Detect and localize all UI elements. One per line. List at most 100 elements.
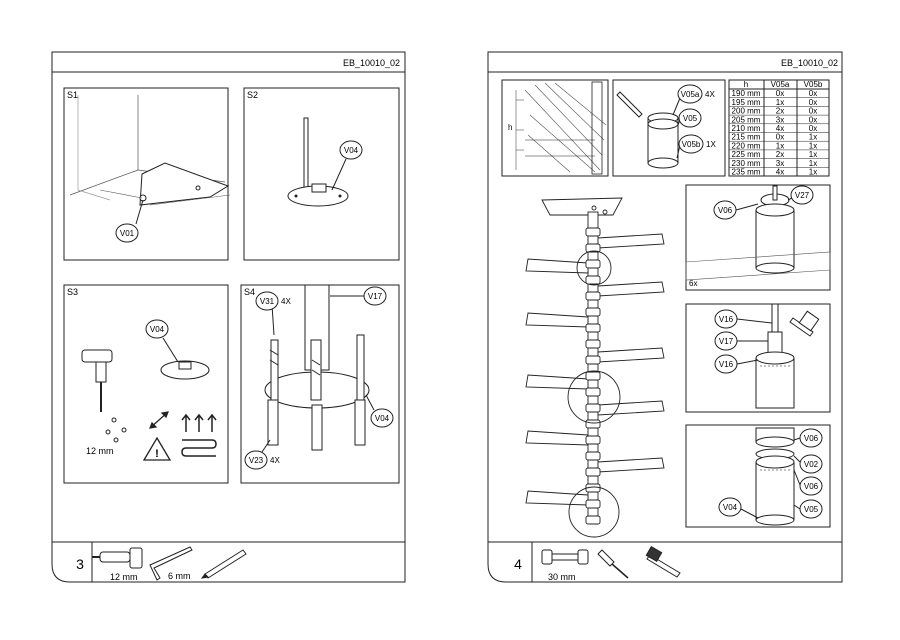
- page-number: 3: [76, 556, 84, 572]
- height-spacer-table: h V05a V05b: [728, 79, 830, 177]
- right-page: EB_10010_02 4 h: [450, 0, 900, 635]
- doc-code: EB_10010_02: [343, 58, 400, 68]
- table-cell: 3x: [776, 115, 784, 124]
- svg-text:4X: 4X: [705, 90, 715, 99]
- detail-1-panel: V06 V27 6x: [685, 184, 831, 291]
- step-plate: [525, 312, 589, 328]
- callout-v05b: V05b 1X: [676, 134, 716, 159]
- threaded-rod-drawing: [287, 117, 349, 207]
- spacer-ring: [585, 467, 601, 477]
- callout-v01: V01: [115, 199, 144, 243]
- column-base-drawing: [264, 284, 370, 451]
- table-cell: 2x: [776, 107, 784, 116]
- drill-size-label: 12 mm: [110, 572, 138, 582]
- wrench-icon: [789, 310, 820, 337]
- callout-v17: V17: [714, 331, 768, 351]
- right-page-drawing: EB_10010_02 4 h: [487, 51, 843, 583]
- svg-text:V05: V05: [804, 505, 819, 514]
- spacer-ring: [585, 275, 601, 285]
- corner-plate-drawing: [99, 162, 231, 206]
- step-plate: [525, 258, 589, 274]
- height-label: h: [508, 123, 512, 132]
- step-s3-panel: S3 12 mm V04 !: [63, 284, 229, 484]
- table-cell: 1x: [809, 159, 817, 168]
- wrench-size-label: 30 mm: [548, 572, 576, 582]
- step-label: S1: [67, 90, 78, 100]
- svg-text:V04: V04: [723, 503, 738, 512]
- svg-text:V05a: V05a: [681, 90, 700, 99]
- callout-v05: V05: [677, 108, 702, 128]
- table-cell: 210 mm: [732, 124, 761, 133]
- table-cell: 0x: [809, 98, 817, 107]
- table-cell: 205 mm: [732, 115, 761, 124]
- svg-text:V02: V02: [804, 460, 819, 469]
- callout-v06: V06: [713, 200, 759, 220]
- spacer-ring: [585, 323, 601, 333]
- table-header: h: [744, 80, 748, 89]
- table-cell: 230 mm: [732, 159, 761, 168]
- step-plate: [597, 281, 665, 297]
- table-cell: 0x: [776, 89, 784, 98]
- table-cell: 195 mm: [732, 98, 761, 107]
- table-cell: 1x: [809, 133, 817, 142]
- table-cell: 2x: [776, 150, 784, 159]
- callout-v23: V23 4X: [244, 439, 280, 470]
- clamp-icon: [645, 545, 681, 578]
- spacer-ring: [585, 259, 601, 269]
- table-cell: 215 mm: [732, 133, 761, 142]
- callout-v04: V04: [145, 319, 179, 363]
- callout-v02: V02: [793, 454, 823, 474]
- table-cell: 0x: [809, 115, 817, 124]
- svg-text:V17: V17: [368, 292, 383, 301]
- step-label: S4: [244, 287, 255, 297]
- allen-key-icon: [149, 546, 193, 581]
- svg-text:1X: 1X: [706, 140, 716, 149]
- spacer-ring: [585, 435, 601, 445]
- step-plate: [597, 347, 665, 363]
- warning-icon: !: [142, 436, 172, 461]
- diagonal-arrow-icon: [149, 411, 169, 429]
- table-cell: 225 mm: [732, 150, 761, 159]
- svg-text:V04: V04: [344, 146, 359, 155]
- svg-text:V06: V06: [718, 206, 733, 215]
- spacer-ring-panel: V05a 4X V05 V05b 1X: [612, 79, 726, 177]
- svg-text:V17: V17: [719, 337, 734, 346]
- svg-text:V01: V01: [120, 229, 135, 238]
- svg-text:V16: V16: [719, 315, 734, 324]
- table-cell: 0x: [809, 124, 817, 133]
- table-cell: 1x: [809, 150, 817, 159]
- detail-3-panel: V06 V02 V06 V04 V05: [685, 424, 831, 528]
- table-cell: 1x: [776, 141, 784, 150]
- pencil-icon: [200, 549, 247, 579]
- left-page-drawing: EB_10010_02 3 S1 V01 S2: [51, 51, 406, 583]
- spacer-ring: [585, 339, 601, 349]
- step-plate: [525, 430, 589, 446]
- callout-v16: V16: [714, 309, 773, 329]
- svg-text:V16: V16: [719, 360, 734, 369]
- spacer-stack-drawing: [647, 112, 679, 169]
- step-plate: [597, 457, 665, 473]
- page-number: 4: [514, 556, 522, 572]
- spacer-ring: [585, 451, 601, 461]
- repeat-count-label: 6x: [689, 279, 697, 288]
- table-cell: 235 mm: [732, 168, 761, 177]
- left-page: EB_10010_02 3 S1 V01 S2: [0, 0, 450, 635]
- spacer-ring: [585, 419, 601, 429]
- step-plate: [525, 374, 589, 390]
- svg-text:!: !: [155, 448, 159, 460]
- table-cell: 3x: [776, 159, 784, 168]
- spacer-ring: [585, 499, 601, 509]
- drill-drawing: [81, 349, 113, 412]
- svg-text:4X: 4X: [281, 297, 291, 306]
- step-plate: [597, 400, 665, 416]
- spacer-ring: [585, 227, 601, 237]
- callout-v05a: V05a 4X: [672, 84, 715, 116]
- stair-column-drawing: [525, 197, 665, 538]
- drill-holes: [105, 417, 127, 443]
- callout-v27: V27: [787, 185, 814, 205]
- floor-heating-icon: [181, 413, 217, 457]
- table-cell: 0x: [776, 133, 784, 142]
- svg-text:V27: V27: [795, 191, 810, 200]
- stair-side-view-panel: h: [501, 79, 609, 177]
